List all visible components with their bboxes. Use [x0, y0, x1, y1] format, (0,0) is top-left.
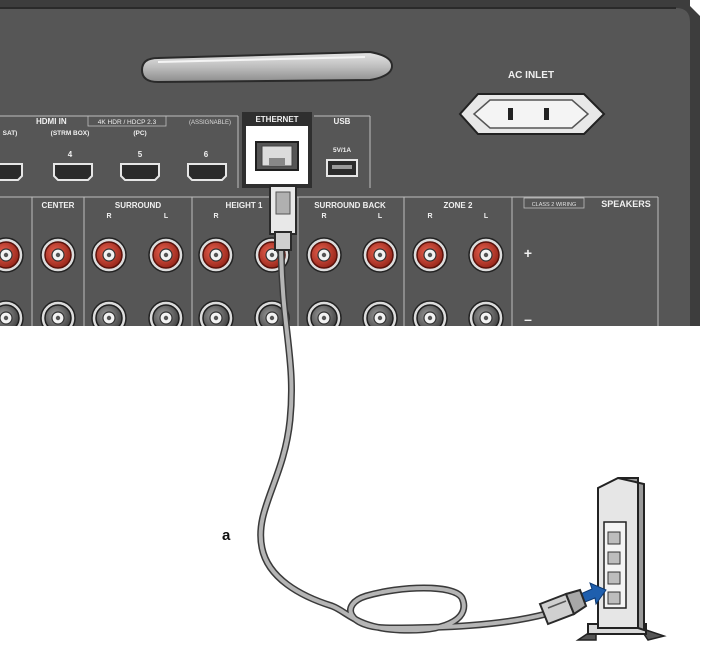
- speaker-terminal-positive: [40, 237, 76, 273]
- speaker-terminal-negative: [412, 300, 448, 326]
- ethernet-plug-router: [538, 588, 588, 626]
- speaker-terminal-negative: [198, 300, 234, 326]
- speaker-terminal-negative: [91, 300, 127, 326]
- hdmi-port: [0, 163, 23, 181]
- hdmi-in-section: HDMI IN 4K HDR / HDCP 2.3 (ASSIGNABLE) S…: [0, 115, 239, 188]
- speaker-terminal-positive: [91, 237, 127, 273]
- channel-label: L: [378, 213, 383, 220]
- ethernet-port: [255, 141, 299, 171]
- ac-inlet-socket: [458, 93, 606, 135]
- network-router-icon: [575, 477, 667, 641]
- speaker-terminal-negative: [362, 300, 398, 326]
- hdmi-in-label: HDMI IN: [36, 117, 67, 126]
- speaker-terminal-positive: [0, 237, 24, 273]
- cable-label: a: [222, 527, 231, 544]
- speaker-terminal-negative: [306, 300, 342, 326]
- usb-section: USB 5V/1A: [314, 115, 371, 188]
- channel-label: R: [213, 213, 218, 220]
- speaker-terminal-negative: [468, 300, 504, 326]
- plus-sign: +: [524, 245, 532, 261]
- speaker-group-label: SURROUND: [115, 201, 161, 210]
- ac-inlet-label: AC INLET: [508, 70, 554, 81]
- hdmi-port: [187, 163, 227, 181]
- usb-label: USB: [334, 117, 351, 126]
- minus-sign: –: [524, 311, 532, 327]
- speakers-label: SPEAKERS: [601, 199, 651, 209]
- usb-rating-label: 5V/1A: [333, 147, 351, 154]
- speaker-terminal-negative: [254, 300, 290, 326]
- hdmi-sub-label: SAT): [3, 130, 18, 137]
- channel-label: R: [321, 213, 326, 220]
- receiver-rear-panel: AC INLET HDMI IN 4K HDR / HDCP 2.3 (ASSI…: [0, 0, 700, 327]
- speaker-terminal-positive: [468, 237, 504, 273]
- channel-label: L: [484, 213, 489, 220]
- speaker-terminal-positive: [306, 237, 342, 273]
- speakers-section: CLASS 2 WIRING SPEAKERS CENTER SURROUND …: [0, 196, 659, 327]
- speaker-group-label: HEIGHT 1: [226, 201, 263, 210]
- hdmi-port: [53, 163, 93, 181]
- speaker-group-label: SURROUND BACK: [314, 201, 386, 210]
- hdmi-port: [120, 163, 160, 181]
- hdmi-sub-label: (STRM BOX): [51, 130, 90, 137]
- speaker-terminal-negative: [148, 300, 184, 326]
- ethernet-cable: [257, 242, 550, 634]
- speaker-terminal-positive: [148, 237, 184, 273]
- hdmi-port-number: 5: [138, 150, 143, 159]
- speaker-terminal-positive: [412, 237, 448, 273]
- hdmi-spec-label: 4K HDR / HDCP 2.3: [98, 119, 157, 126]
- hdmi-sub-label: (PC): [133, 130, 146, 137]
- hdmi-port-number: 6: [204, 150, 209, 159]
- speaker-group-label: ZONE 2: [444, 201, 473, 210]
- ethernet-section: ETHERNET: [242, 112, 312, 188]
- speaker-terminal-negative: [40, 300, 76, 326]
- channel-label: R: [106, 213, 111, 220]
- wifi-antenna-icon: [140, 50, 394, 84]
- speaker-group-label: CENTER: [42, 201, 75, 210]
- speaker-terminal-positive: [198, 237, 234, 273]
- ethernet-plug-receiver: [269, 185, 297, 251]
- hdmi-port-number: 4: [68, 150, 73, 159]
- hdmi-assignable-label: (ASSIGNABLE): [189, 120, 231, 126]
- channel-label: R: [427, 213, 432, 220]
- speaker-terminal-negative: [0, 300, 24, 326]
- speaker-terminals: [0, 237, 504, 326]
- speaker-terminal-positive: [362, 237, 398, 273]
- channel-label: L: [164, 213, 169, 220]
- ethernet-label: ETHERNET: [255, 115, 298, 124]
- class2-wiring-label: CLASS 2 WIRING: [532, 202, 577, 208]
